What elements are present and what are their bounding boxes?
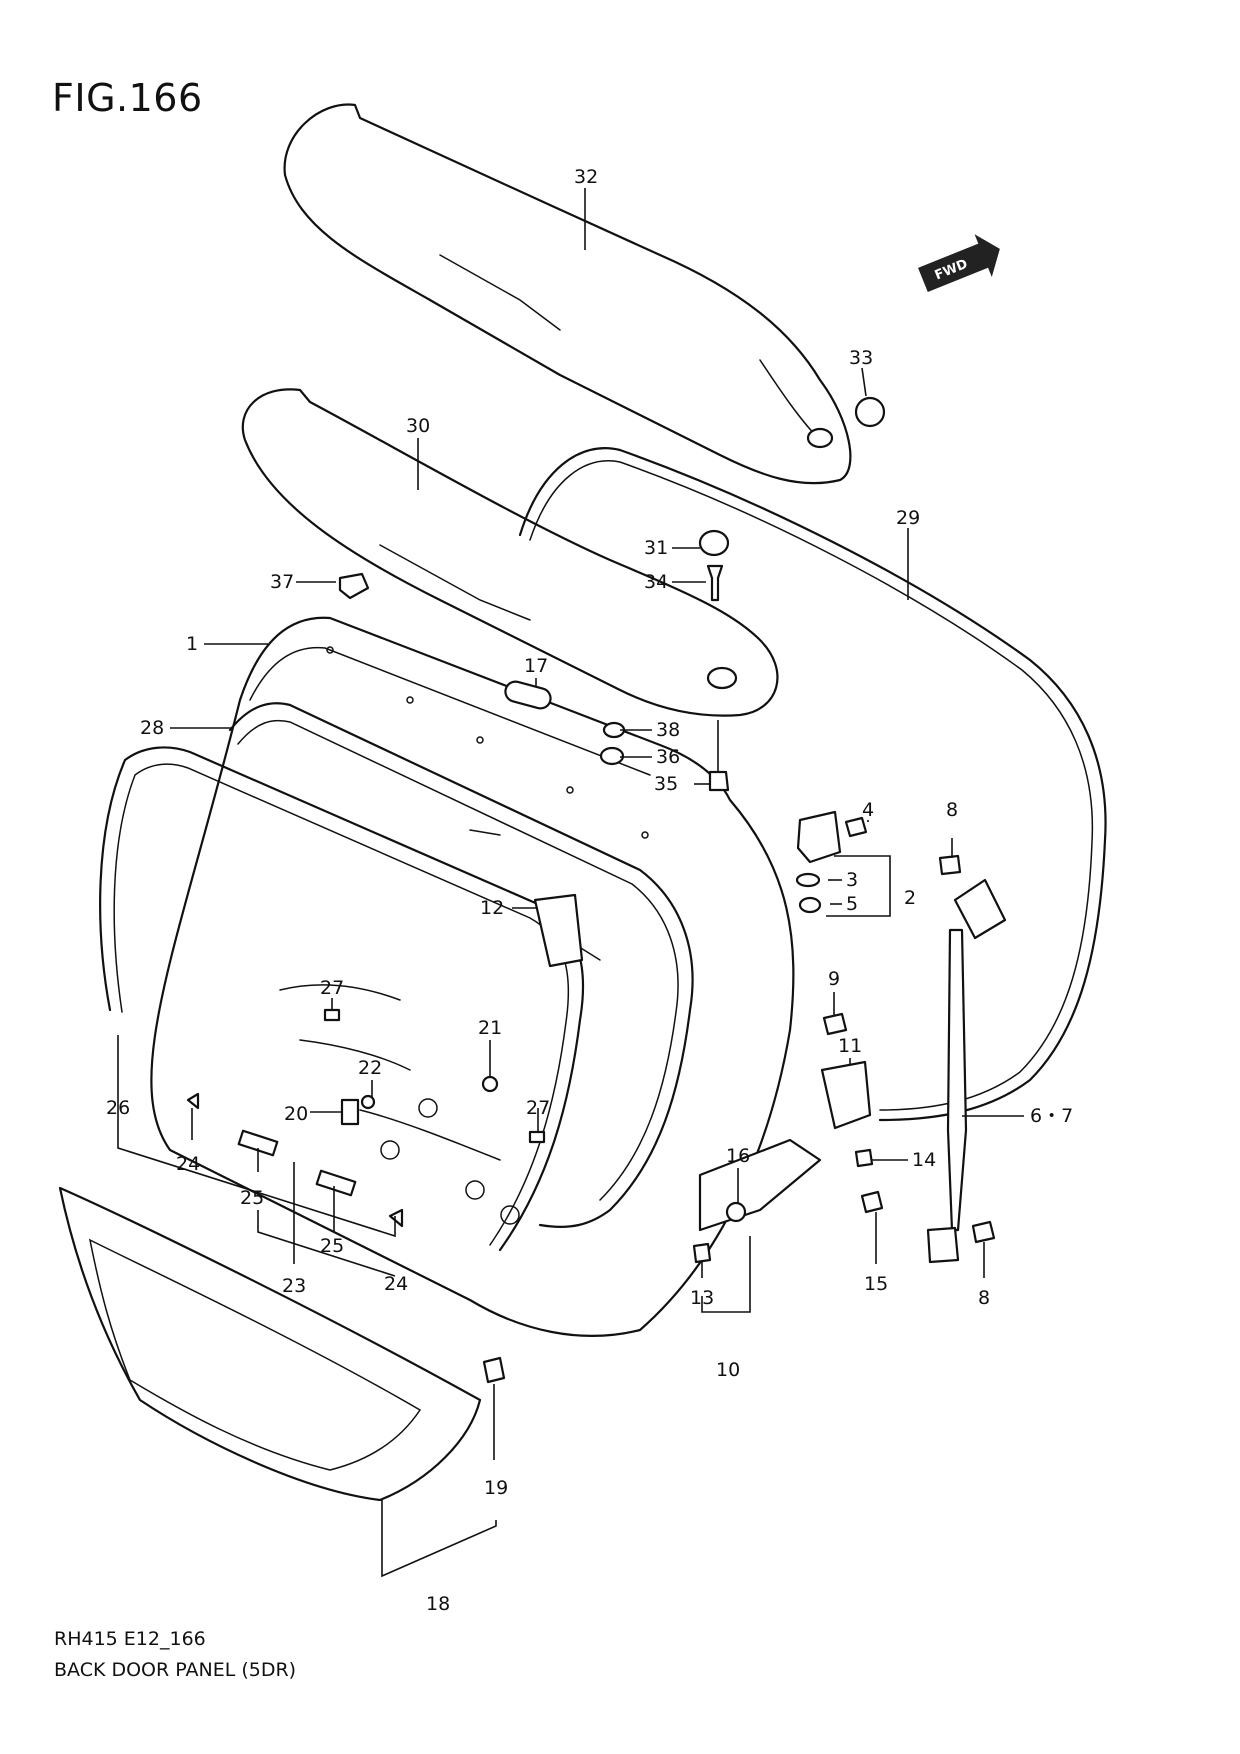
callout-labels: 32 33 30 29 31 34 37 1 17 28 38 36 35 4 … xyxy=(106,166,1073,1615)
part-36-nut xyxy=(599,746,625,766)
callout-27-upper: 27 xyxy=(320,977,344,999)
callout-22: 22 xyxy=(358,1057,382,1079)
part-1-back-door-panel xyxy=(150,616,795,1337)
callout-25-left: 25 xyxy=(240,1187,264,1209)
callout-38: 38 xyxy=(656,719,680,741)
part-12-pad xyxy=(533,893,584,968)
part-37-clip xyxy=(338,572,370,600)
part-27-upper-pad xyxy=(323,1008,341,1022)
part-3-washer xyxy=(795,872,821,888)
part-8-lower-bolt xyxy=(971,1220,996,1244)
part-4-bolt xyxy=(844,816,868,838)
callout-17: 17 xyxy=(524,655,548,677)
callout-27-lower: 27 xyxy=(526,1097,550,1119)
part-6-7-lower-bracket xyxy=(926,1226,960,1264)
callout-26: 26 xyxy=(106,1097,130,1119)
callout-11: 11 xyxy=(838,1035,862,1057)
model-code: RH415 E12_166 xyxy=(54,1628,206,1650)
callout-29: 29 xyxy=(896,507,920,529)
part-13-clip xyxy=(692,1242,712,1264)
callout-2: 2 xyxy=(904,887,916,909)
callout-10: 10 xyxy=(716,1359,740,1381)
callout-4: 4 xyxy=(862,799,874,821)
part-20-plate xyxy=(340,1098,360,1126)
part-30-spoiler-lower xyxy=(241,388,779,717)
part-2-hinge xyxy=(796,810,842,864)
callout-14: 14 xyxy=(912,1149,936,1171)
figure-title: FIG.166 xyxy=(52,76,203,120)
part-5-nut xyxy=(798,896,822,914)
callout-1: 1 xyxy=(186,633,198,655)
callout-36: 36 xyxy=(656,746,680,768)
callout-23: 23 xyxy=(282,1275,306,1297)
part-33-cap xyxy=(854,396,886,428)
part-17-bracket xyxy=(504,680,552,710)
part-24-left-clip xyxy=(186,1092,200,1110)
callout-37: 37 xyxy=(270,571,294,593)
leader-lines xyxy=(117,188,1024,1578)
part-32-spoiler-upper xyxy=(283,103,852,485)
callout-25-right: 25 xyxy=(320,1235,344,1257)
callout-19: 19 xyxy=(484,1477,508,1499)
callout-24-left: 24 xyxy=(176,1153,200,1175)
callout-15: 15 xyxy=(864,1273,888,1295)
part-34-screw xyxy=(706,564,724,602)
callout-32: 32 xyxy=(574,166,598,188)
callout-12: 12 xyxy=(480,897,504,919)
part-11-pad xyxy=(820,1060,872,1130)
callout-6-7: 6・7 xyxy=(1030,1105,1073,1127)
part-15-bolt xyxy=(860,1190,884,1214)
callout-5: 5 xyxy=(846,893,858,915)
part-31-cap xyxy=(698,529,730,557)
callout-16: 16 xyxy=(726,1145,750,1167)
part-18-garnish xyxy=(58,1186,482,1502)
part-19-clip xyxy=(482,1356,506,1384)
part-28-frame-seal xyxy=(228,702,694,1228)
callout-31: 31 xyxy=(644,537,668,559)
callout-18: 18 xyxy=(426,1593,450,1615)
part-6-7-upper-bracket xyxy=(953,878,1007,940)
part-35-clip xyxy=(708,770,730,792)
callout-9: 9 xyxy=(828,968,840,990)
callout-8-lower: 8 xyxy=(978,1287,990,1309)
callout-3: 3 xyxy=(846,869,858,891)
callout-24-right: 24 xyxy=(384,1273,408,1295)
part-27-lower-pad xyxy=(528,1130,546,1144)
callout-34: 34 xyxy=(644,571,668,593)
part-25-left-tape xyxy=(237,1129,279,1157)
callout-35: 35 xyxy=(654,773,678,795)
callout-8-upper: 8 xyxy=(946,799,958,821)
part-8-upper-bolt xyxy=(938,854,962,876)
diagram-caption: BACK DOOR PANEL (5DR) xyxy=(54,1659,297,1681)
part-29-weatherstrip xyxy=(518,447,1107,1122)
part-21-grommet xyxy=(481,1075,499,1093)
callout-13: 13 xyxy=(690,1287,714,1309)
callout-20: 20 xyxy=(284,1103,308,1125)
part-9-stopper xyxy=(822,1012,848,1036)
part-14-clip xyxy=(854,1148,874,1168)
callout-28: 28 xyxy=(140,717,164,739)
part-24-right-clip xyxy=(388,1208,404,1228)
part-6-7-gas-strut xyxy=(946,928,968,1232)
part-16-plug xyxy=(725,1201,747,1223)
fwd-arrow-icon: FWD xyxy=(918,234,1000,293)
callout-33: 33 xyxy=(849,347,873,369)
callout-21: 21 xyxy=(478,1017,502,1039)
callout-30: 30 xyxy=(406,415,430,437)
part-22-plug xyxy=(360,1094,376,1110)
